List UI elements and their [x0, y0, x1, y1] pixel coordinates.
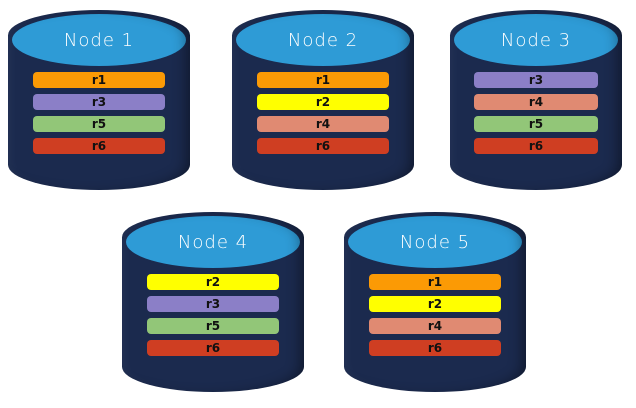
- node-label: Node 1: [63, 29, 135, 51]
- node-1[interactable]: Node 1 r1 r3 r5 r6: [8, 10, 190, 190]
- cylinder-top-ellipse: Node 1: [10, 12, 188, 68]
- replica-list: r1 r2 r4 r6: [344, 274, 526, 356]
- replica-bar[interactable]: r3: [147, 296, 279, 312]
- replica-label: r6: [91, 139, 107, 153]
- replica-bar[interactable]: r5: [474, 116, 598, 132]
- node-label: Node 5: [399, 231, 471, 253]
- replica-list: r2 r3 r5 r6: [122, 274, 304, 356]
- replica-list: r1 r3 r5 r6: [8, 72, 190, 154]
- cylinder-top-ellipse: Node 2: [234, 12, 412, 68]
- replica-bar[interactable]: r2: [369, 296, 501, 312]
- replica-list: r3 r4 r5 r6: [450, 72, 622, 154]
- node-5[interactable]: Node 5 r1 r2 r4 r6: [344, 212, 526, 392]
- replica-label: r6: [205, 341, 221, 355]
- replica-bar[interactable]: r4: [369, 318, 501, 334]
- replica-label: r3: [205, 297, 221, 311]
- replica-bar[interactable]: r5: [33, 116, 165, 132]
- replica-label: r4: [528, 95, 544, 109]
- replica-bar[interactable]: r6: [33, 138, 165, 154]
- node-2[interactable]: Node 2 r1 r2 r4 r6: [232, 10, 414, 190]
- replica-label: r5: [91, 117, 107, 131]
- replica-bar[interactable]: r6: [147, 340, 279, 356]
- replica-label: r4: [315, 117, 331, 131]
- replica-label: r5: [528, 117, 544, 131]
- replica-bar[interactable]: r6: [474, 138, 598, 154]
- cylinder-top-ellipse: Node 3: [452, 12, 620, 68]
- replica-label: r3: [91, 95, 107, 109]
- replica-bar[interactable]: r2: [257, 94, 389, 110]
- replica-label: r6: [528, 139, 544, 153]
- replica-label: r6: [427, 341, 443, 355]
- replica-bar[interactable]: r2: [147, 274, 279, 290]
- replica-label: r1: [91, 73, 107, 87]
- replica-bar[interactable]: r3: [33, 94, 165, 110]
- node-3[interactable]: Node 3 r3 r4 r5 r6: [450, 10, 622, 190]
- replica-bar[interactable]: r4: [257, 116, 389, 132]
- node-label: Node 3: [500, 29, 572, 51]
- replica-bar[interactable]: r4: [474, 94, 598, 110]
- replica-label: r2: [315, 95, 331, 109]
- replica-bar[interactable]: r1: [369, 274, 501, 290]
- replica-bar[interactable]: r5: [147, 318, 279, 334]
- replica-list: r1 r2 r4 r6: [232, 72, 414, 154]
- replica-label: r4: [427, 319, 443, 333]
- replica-bar[interactable]: r1: [257, 72, 389, 88]
- replica-bar[interactable]: r3: [474, 72, 598, 88]
- replica-bar[interactable]: r6: [369, 340, 501, 356]
- cylinder-top-ellipse: Node 5: [346, 214, 524, 270]
- replica-label: r2: [427, 297, 443, 311]
- cylinder-top-ellipse: Node 4: [124, 214, 302, 270]
- replica-label: r1: [427, 275, 443, 289]
- replica-label: r6: [315, 139, 331, 153]
- replica-bar[interactable]: r1: [33, 72, 165, 88]
- replica-bar[interactable]: r6: [257, 138, 389, 154]
- replica-label: r2: [205, 275, 221, 289]
- replica-label: r3: [528, 73, 544, 87]
- node-label: Node 4: [177, 231, 249, 253]
- node-4[interactable]: Node 4 r2 r3 r5 r6: [122, 212, 304, 392]
- replica-label: r5: [205, 319, 221, 333]
- replica-label: r1: [315, 73, 331, 87]
- node-label: Node 2: [287, 29, 359, 51]
